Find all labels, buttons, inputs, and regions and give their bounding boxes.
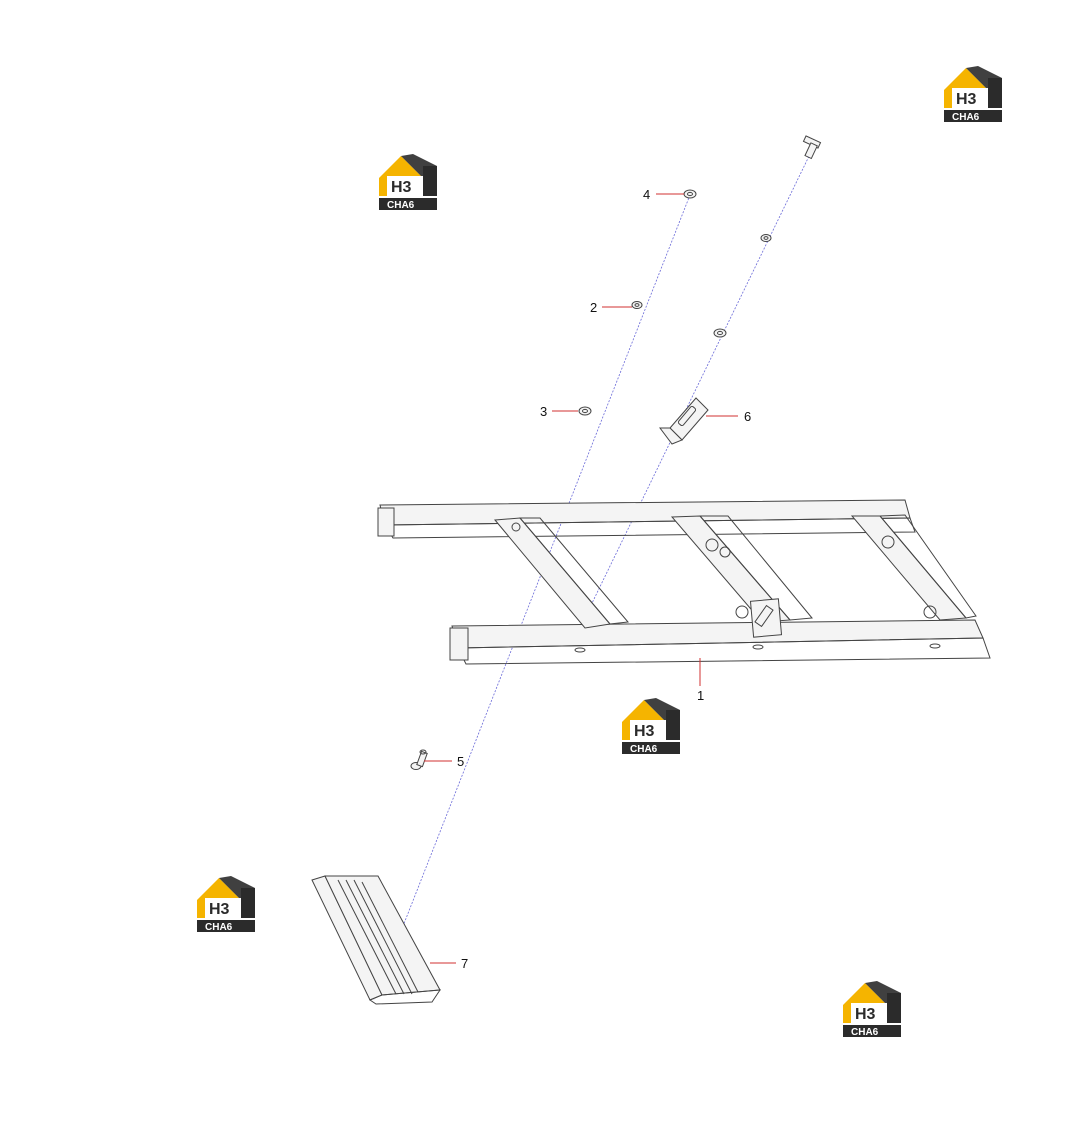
watermark-logos: H3 CHA6 H3 CHA6 H3 CHA6 H3 CHA6 H3 CHA6 [197, 66, 1002, 1038]
assembly-axis-lines [373, 149, 813, 1001]
callout-7: 7 [461, 956, 468, 971]
watermark-logo-upper-left: H3 CHA6 [379, 154, 437, 211]
washer-right-lower [713, 328, 727, 338]
svg-text:CHA6: CHA6 [952, 112, 980, 123]
svg-text:H3: H3 [855, 1006, 876, 1023]
frame-part-1 [377, 499, 991, 665]
watermark-logo-top-right: H3 CHA6 [944, 66, 1002, 123]
svg-text:H3: H3 [956, 91, 977, 108]
washer-part-3 [578, 406, 592, 416]
axis-line-right [577, 149, 813, 633]
svg-text:H3: H3 [634, 723, 655, 740]
callout-4: 4 [643, 187, 650, 202]
leader-lines [424, 193, 738, 964]
pin-part-5 [410, 749, 428, 770]
callout-1: 1 [697, 688, 704, 703]
watermark-logo-bottom-right: H3 CHA6 [843, 981, 901, 1038]
callout-3: 3 [540, 404, 547, 419]
bolt-part [802, 135, 822, 160]
callout-6: 6 [744, 409, 751, 424]
nut-right-upper [760, 234, 772, 242]
svg-text:CHA6: CHA6 [205, 922, 233, 933]
bracket-part-6 [659, 397, 709, 445]
watermark-logo-lower-left: H3 CHA6 [197, 876, 255, 933]
svg-text:H3: H3 [209, 901, 230, 918]
callout-2: 2 [590, 300, 597, 315]
watermark-logo-center: H3 CHA6 [622, 698, 680, 755]
washer-part-4 [683, 189, 697, 199]
callout-5: 5 [457, 754, 464, 769]
svg-text:CHA6: CHA6 [630, 744, 658, 755]
callout-labels: 4 2 3 6 1 5 7 [457, 187, 751, 971]
channel-part-7 [311, 875, 441, 1005]
nut-part-2 [631, 301, 643, 309]
svg-text:CHA6: CHA6 [387, 200, 415, 211]
svg-text:CHA6: CHA6 [851, 1027, 879, 1038]
axis-line-left [373, 194, 691, 1001]
svg-text:H3: H3 [391, 179, 412, 196]
